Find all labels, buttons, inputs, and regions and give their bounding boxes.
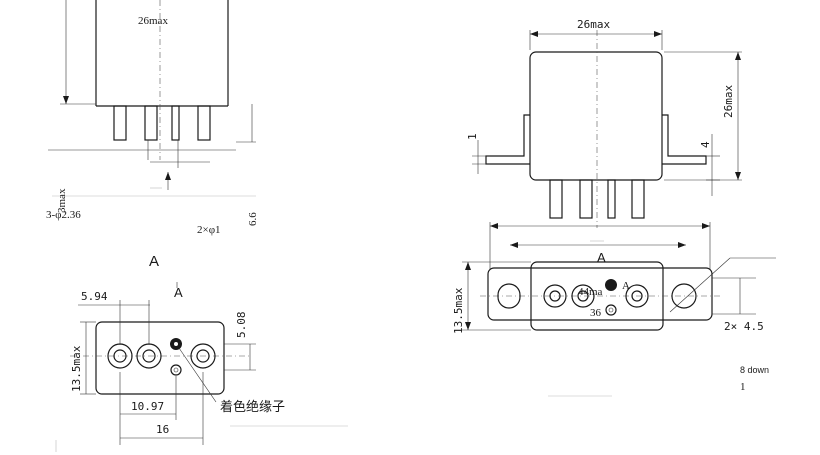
right-front-view: 26max 26max 1 4 xyxy=(466,18,742,228)
flange-height: 4 xyxy=(699,141,712,148)
view-label-a: A xyxy=(149,253,159,270)
note-down: 8 down xyxy=(740,365,769,375)
overlay-arrow: A xyxy=(622,280,630,292)
insulator-label: 着色绝缘子 xyxy=(220,399,285,414)
left-bottom-view: 5.94 13.5max 5.08 10.97 16 着色绝缘子 xyxy=(55,290,348,452)
vertical-dim: 6.6 xyxy=(247,212,259,226)
view-arrow-label: A xyxy=(174,285,183,300)
dim-right: 5.08 xyxy=(235,312,248,339)
right-bottom-view: A 44ma A 36 13.5max 2× 4.5 xyxy=(452,222,776,397)
bottom-view-label-a: A xyxy=(597,250,606,265)
mount-hole-label: 2×φ1 xyxy=(197,224,221,236)
bottom-height-dim: 13.5max xyxy=(452,287,465,334)
overlay-small: 36 xyxy=(590,307,602,319)
flange-thickness: 1 xyxy=(466,133,479,140)
mount-holes-dim: 2× 4.5 xyxy=(724,320,764,333)
dim-pitch: 10.97 xyxy=(131,400,164,413)
pin-spec-label: 3-φ2.36 xyxy=(46,209,81,221)
front-height: 26max xyxy=(722,85,735,118)
front-top-width: 26max xyxy=(577,18,610,31)
overlay-pitch: 44ma xyxy=(578,286,603,298)
note-number: 1 xyxy=(740,381,746,393)
pin-spec-overlay: 3max xyxy=(56,188,68,213)
dim-span: 16 xyxy=(156,423,169,436)
notes: 8 down 1 xyxy=(740,365,769,393)
right-insulator-marker xyxy=(605,279,617,291)
left-side-view: 26max 3-φ2.36 3max 2×φ1 6.6 A A xyxy=(46,0,259,300)
dim-height-left: 13.5max xyxy=(70,345,83,392)
top-width-dim: 26max xyxy=(138,15,168,27)
dim-left-offset: 5.94 xyxy=(81,290,108,303)
